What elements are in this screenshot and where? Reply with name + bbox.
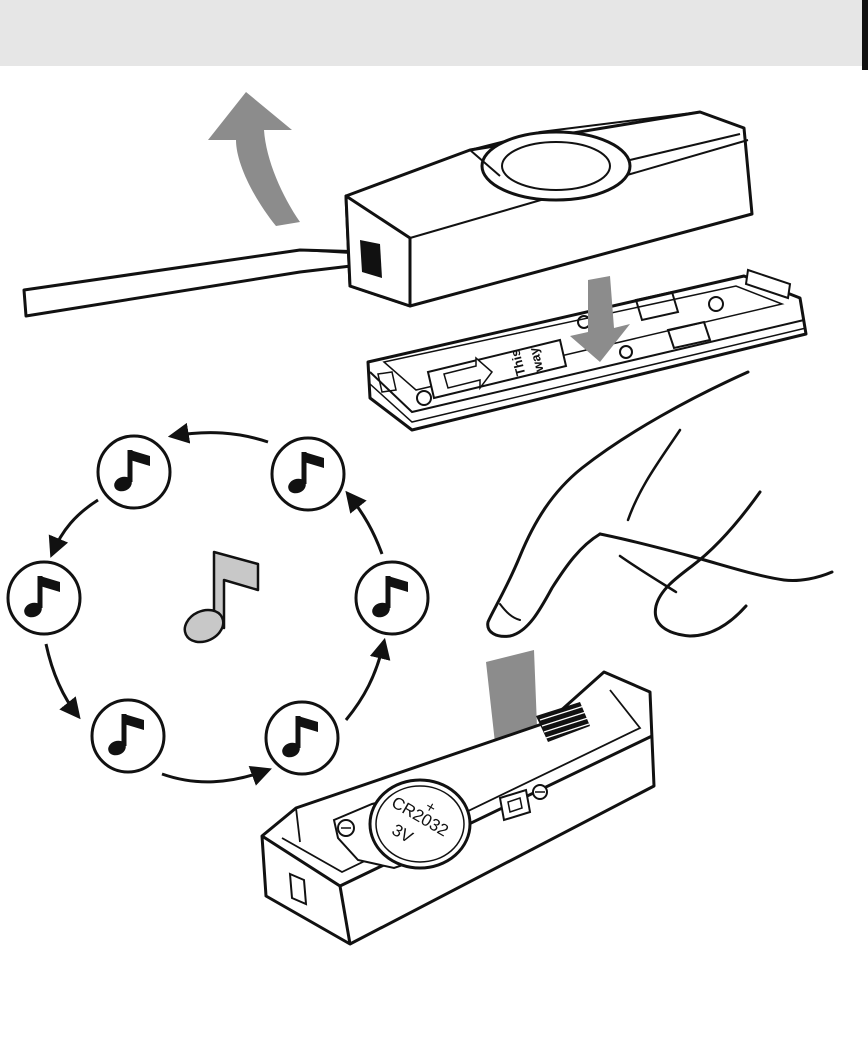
melody-note-icon xyxy=(356,562,428,634)
center-music-note-icon xyxy=(180,552,258,648)
melody-cycle xyxy=(8,433,428,782)
melody-note-icon xyxy=(272,438,344,510)
melody-note-icon xyxy=(92,700,164,772)
melody-note-icon xyxy=(98,436,170,508)
battery: + CR2032 3V xyxy=(370,780,470,868)
pointing-hand-icon xyxy=(488,372,832,636)
lift-arrow-icon xyxy=(208,92,300,226)
screwdriver xyxy=(24,250,368,316)
melody-note-icon xyxy=(8,562,80,634)
transmitter-cover xyxy=(346,112,752,306)
melody-note-icon xyxy=(266,702,338,774)
